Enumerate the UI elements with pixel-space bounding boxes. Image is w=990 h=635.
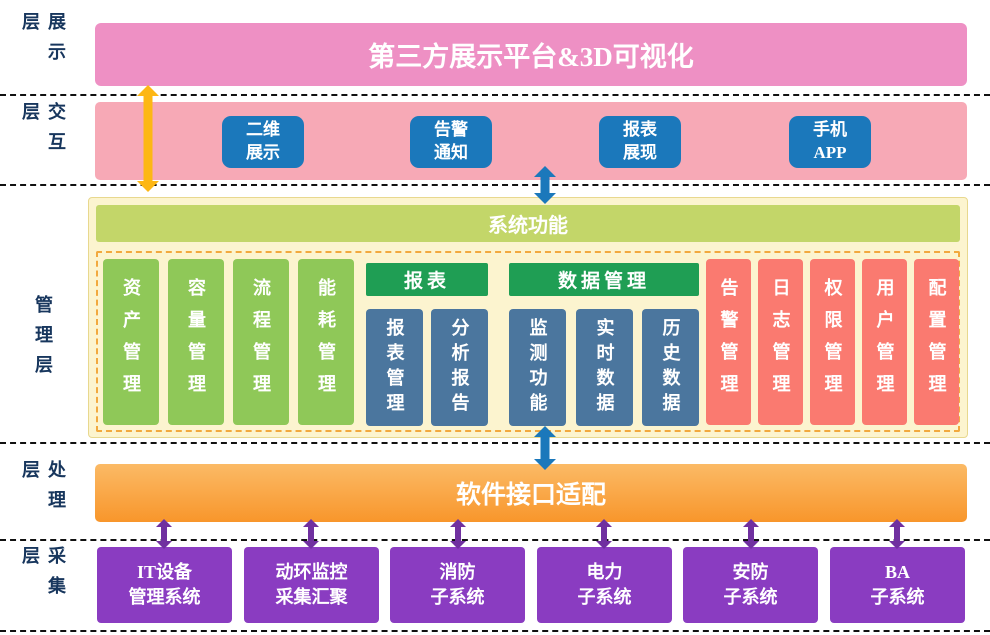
box-log-management: 日志管理 (758, 259, 803, 425)
button-report-display: 报表 展现 (599, 116, 681, 168)
button-alarm-notify: 告警 通知 (410, 116, 492, 168)
layer-divider (0, 539, 990, 541)
layer-label-interaction: 交互层 (20, 102, 66, 162)
software-interface-adapter-title: 软件接口适配 (455, 482, 606, 509)
box-capacity-management: 容量管理 (168, 259, 224, 425)
layer-divider (0, 184, 990, 186)
layer-divider (0, 442, 990, 444)
collection-arrow-icon (889, 519, 905, 549)
box-it-equipment-system: IT设备 管理系统 (97, 547, 232, 623)
layer-divider (0, 630, 990, 632)
layer-label-display: 展示层 (20, 12, 66, 72)
box-energy-management: 能耗管理 (298, 259, 354, 425)
box-realtime-data: 实时数据 (576, 309, 633, 426)
system-function-bar: 系统功能 (96, 205, 960, 242)
box-fire-subsystem: 消防 子系统 (390, 547, 525, 623)
layer-label-collection: 采集层 (20, 546, 66, 606)
report-group-header: 报表 (366, 263, 488, 296)
button-2d-display: 二维 展示 (222, 116, 304, 168)
management-processing-arrow-icon (534, 426, 556, 470)
management-dashed-area (96, 251, 960, 432)
box-asset-management: 资产管理 (103, 259, 159, 425)
data-management-header: 数据管理 (509, 263, 699, 296)
box-monitoring-function: 监测功能 (509, 309, 566, 426)
box-report-management: 报表管理 (366, 309, 423, 426)
box-config-management: 配置管理 (914, 259, 959, 425)
box-permission-management: 权限管理 (810, 259, 855, 425)
box-ba-subsystem: BA 子系统 (830, 547, 965, 623)
software-interface-adapter-bar: 软件接口适配 (95, 464, 967, 522)
box-process-management: 流程管理 (233, 259, 289, 425)
box-user-management: 用户管理 (862, 259, 907, 425)
display-platform-bar: 第三方展示平台&3D可视化 (95, 23, 967, 86)
collection-arrow-icon (303, 519, 319, 549)
layer-label-processing: 处理层 (20, 460, 66, 520)
collection-arrow-icon (156, 519, 172, 549)
interaction-management-arrow-icon (534, 166, 556, 204)
collection-arrow-icon (450, 519, 466, 549)
box-security-subsystem: 安防 子系统 (683, 547, 818, 623)
box-analysis-report: 分析报告 (431, 309, 488, 426)
box-historical-data: 历史数据 (642, 309, 699, 426)
collection-arrow-icon (743, 519, 759, 549)
layer-divider (0, 94, 990, 96)
box-alarm-management: 告警管理 (706, 259, 751, 425)
layer-label-management: 管理层 (33, 295, 53, 385)
collection-arrow-icon (596, 519, 612, 549)
button-mobile-app: 手机 APP (789, 116, 871, 168)
box-power-subsystem: 电力 子系统 (537, 547, 672, 623)
box-env-monitoring-system: 动环监控 采集汇聚 (244, 547, 379, 623)
display-platform-title: 第三方展示平台&3D可视化 (368, 42, 694, 72)
display-interaction-arrow-icon (137, 85, 159, 192)
